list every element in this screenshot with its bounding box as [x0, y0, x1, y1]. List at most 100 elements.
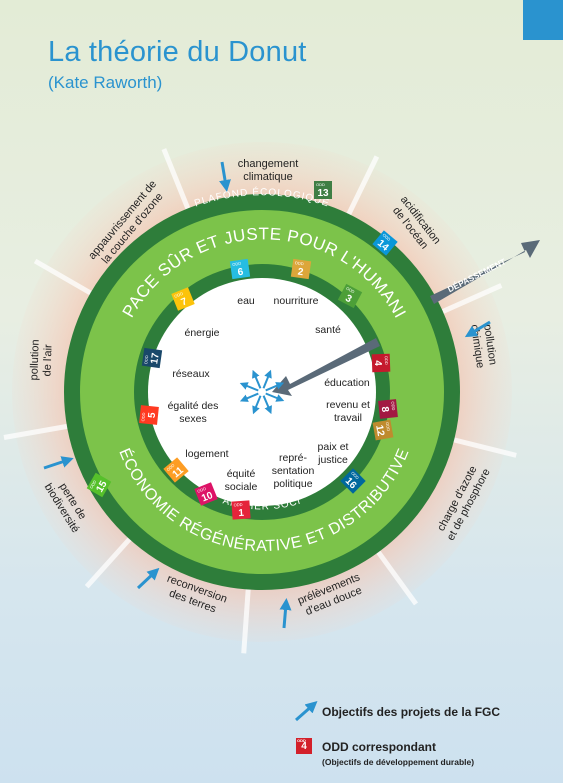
starburst-ray-7 — [265, 382, 285, 392]
boundary-label-7: pollutionde l'air — [28, 339, 54, 381]
odd-prefix-15: ODD — [89, 479, 98, 489]
legend-arrow-text: Objectifs des projets de la FGC — [322, 705, 501, 719]
legend-odd-row: ODD 4 ODD correspondant (Objectifs de dé… — [296, 738, 474, 767]
ecological-ceiling-ring — [64, 194, 460, 590]
odd-prefix-14: ODD — [382, 232, 392, 242]
page-title: La théorie du Donut — [48, 36, 307, 68]
social-label-10: réseaux — [172, 368, 210, 380]
odd-prefix-7: ODD — [174, 291, 184, 299]
starburst-ray-4 — [239, 382, 259, 392]
odd-number-4: 4 — [372, 360, 383, 366]
boundary-separators — [3, 148, 517, 654]
odd-number-3: 3 — [343, 293, 353, 306]
odd-prefix-17: ODD — [143, 355, 149, 365]
odd-number-7: 7 — [180, 296, 190, 308]
project-arrow-icon-2 — [43, 456, 74, 470]
project-arrow-icon-1 — [464, 320, 491, 338]
separator-2 — [450, 436, 517, 458]
separator-0 — [345, 155, 380, 218]
starburst-ray-0 — [265, 392, 285, 402]
starburst-ray-5 — [252, 369, 262, 389]
odd-number-12: 12 — [373, 424, 386, 437]
legend-odd-mini: ODD — [297, 738, 306, 743]
social-label-11: énergie — [184, 327, 219, 339]
separator-7 — [33, 258, 95, 297]
legend-odd-number: 4 — [301, 741, 307, 752]
odd-number-2: 2 — [297, 267, 304, 279]
legend-arrow-row: Objectifs des projets de la FGC — [322, 705, 500, 719]
separator-3 — [374, 548, 419, 606]
odd-prefix-16: ODD — [350, 470, 360, 480]
social-label-8: logement — [185, 448, 228, 460]
odd-prefix-5: ODD — [140, 412, 146, 421]
corner-accent — [523, 0, 563, 40]
legend-odd-text-block: ODD correspondant (Objectifs de développ… — [322, 738, 474, 767]
project-arrows — [43, 161, 491, 629]
social-label-0: eau — [237, 295, 255, 307]
separator-5 — [84, 535, 134, 589]
odd-prefix-11: ODD — [165, 463, 175, 473]
legend-arrow-icon — [295, 701, 318, 722]
odd-prefix-12: ODD — [385, 422, 391, 432]
legend-odd-sub: (Objectifs de développement durable) — [322, 757, 475, 767]
odd-number-5: 5 — [147, 412, 159, 419]
odd-prefix-8: ODD — [390, 401, 396, 410]
center-starburst-icon — [239, 369, 285, 415]
odd-number-17: 17 — [149, 352, 162, 365]
odd-prefix-1: ODD — [233, 502, 242, 508]
starburst-ray-1 — [262, 395, 272, 415]
social-label-3: éducation — [324, 377, 370, 389]
page-subtitle: (Kate Raworth) — [48, 73, 163, 92]
project-arrow-icon-4 — [279, 598, 292, 629]
separator-8 — [161, 148, 192, 213]
separator-1 — [439, 283, 503, 315]
inner-core — [148, 278, 376, 506]
odd-number-1: 1 — [238, 508, 245, 519]
social-label-1: nourriture — [274, 295, 319, 307]
odd-prefix-10: ODD — [197, 486, 207, 494]
legend-odd-badge-icon: ODD 4 — [296, 738, 312, 754]
odd-prefix-13: ODD — [316, 182, 325, 187]
odd-number-15: 15 — [94, 479, 109, 495]
starburst-ray-3 — [239, 392, 259, 402]
odd-number-6: 6 — [237, 267, 244, 279]
project-arrow-icon-3 — [136, 567, 160, 590]
separator-4 — [241, 586, 251, 654]
project-arrow-icon-0 — [219, 161, 231, 192]
separator-6 — [3, 423, 71, 440]
starburst-ray-2 — [252, 395, 262, 415]
social-label-2: santé — [315, 324, 341, 336]
starburst-ray-6 — [262, 369, 272, 389]
odd-prefix-2: ODD — [294, 260, 304, 266]
odd-number-8: 8 — [379, 406, 391, 413]
odd-prefix-4: ODD — [384, 356, 389, 365]
odd-prefix-3: ODD — [345, 286, 355, 295]
odd-number-13: 13 — [317, 188, 329, 199]
odd-prefix-6: ODD — [232, 261, 242, 267]
